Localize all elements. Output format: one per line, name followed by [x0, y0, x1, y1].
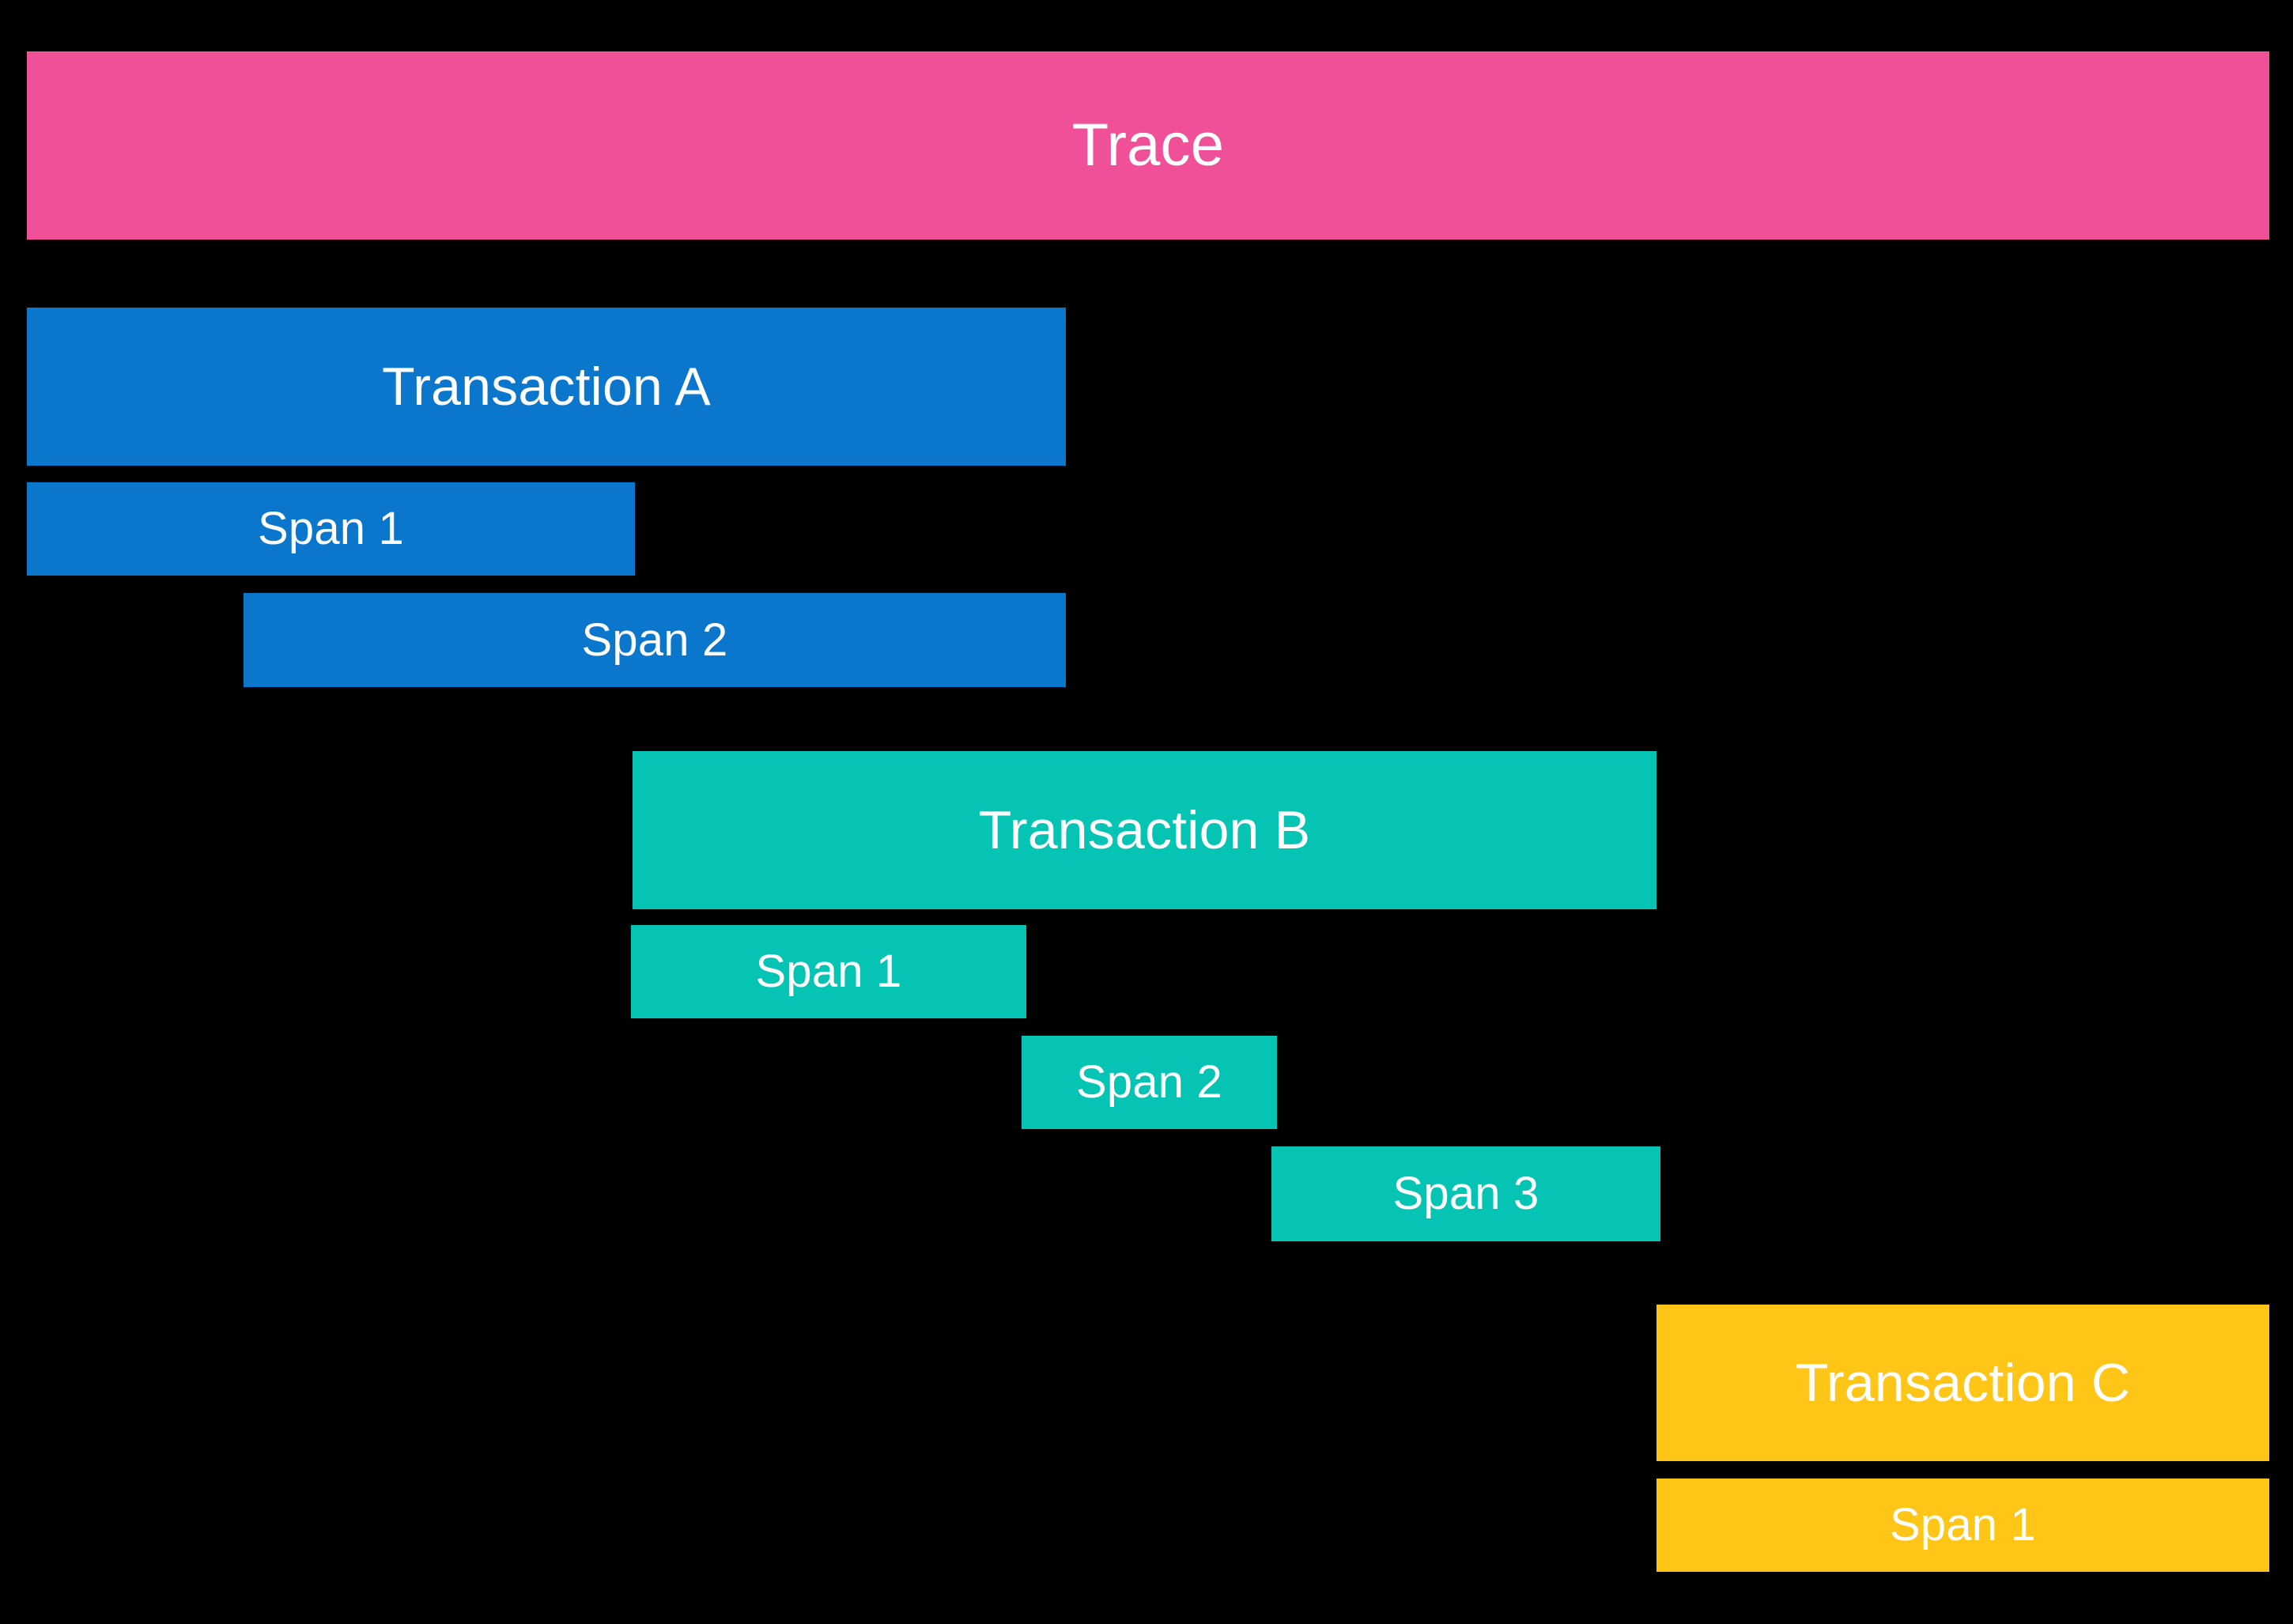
span-bar-c-span-1[interactable]: Span 1 — [1656, 1479, 2269, 1572]
span-bar-b-span-3[interactable]: Span 3 — [1271, 1146, 1660, 1241]
transaction-label: Transaction B — [978, 800, 1311, 860]
span-label: Span 2 — [581, 614, 728, 666]
transaction-bar-transaction-b[interactable]: Transaction B — [633, 751, 1656, 909]
span-bar-a-span-1[interactable]: Span 1 — [27, 482, 635, 576]
span-bar-b-span-1[interactable]: Span 1 — [631, 925, 1026, 1018]
span-label: Span 1 — [257, 503, 405, 554]
span-label: Span 3 — [1392, 1168, 1539, 1219]
span-label: Span 2 — [1075, 1056, 1223, 1108]
transaction-label: Transaction A — [382, 357, 711, 417]
span-bar-b-span-2[interactable]: Span 2 — [1022, 1036, 1277, 1129]
span-label: Span 1 — [1889, 1499, 2037, 1550]
span-label: Span 1 — [755, 946, 902, 997]
transaction-bar-transaction-a[interactable]: Transaction A — [27, 308, 1066, 466]
transaction-label: Transaction C — [1795, 1353, 2131, 1413]
span-bar-a-span-2[interactable]: Span 2 — [244, 593, 1066, 687]
trace-bar-trace[interactable]: Trace — [27, 51, 2269, 240]
transaction-bar-transaction-c[interactable]: Transaction C — [1656, 1305, 2269, 1461]
trace-label: Trace — [1071, 111, 1225, 179]
